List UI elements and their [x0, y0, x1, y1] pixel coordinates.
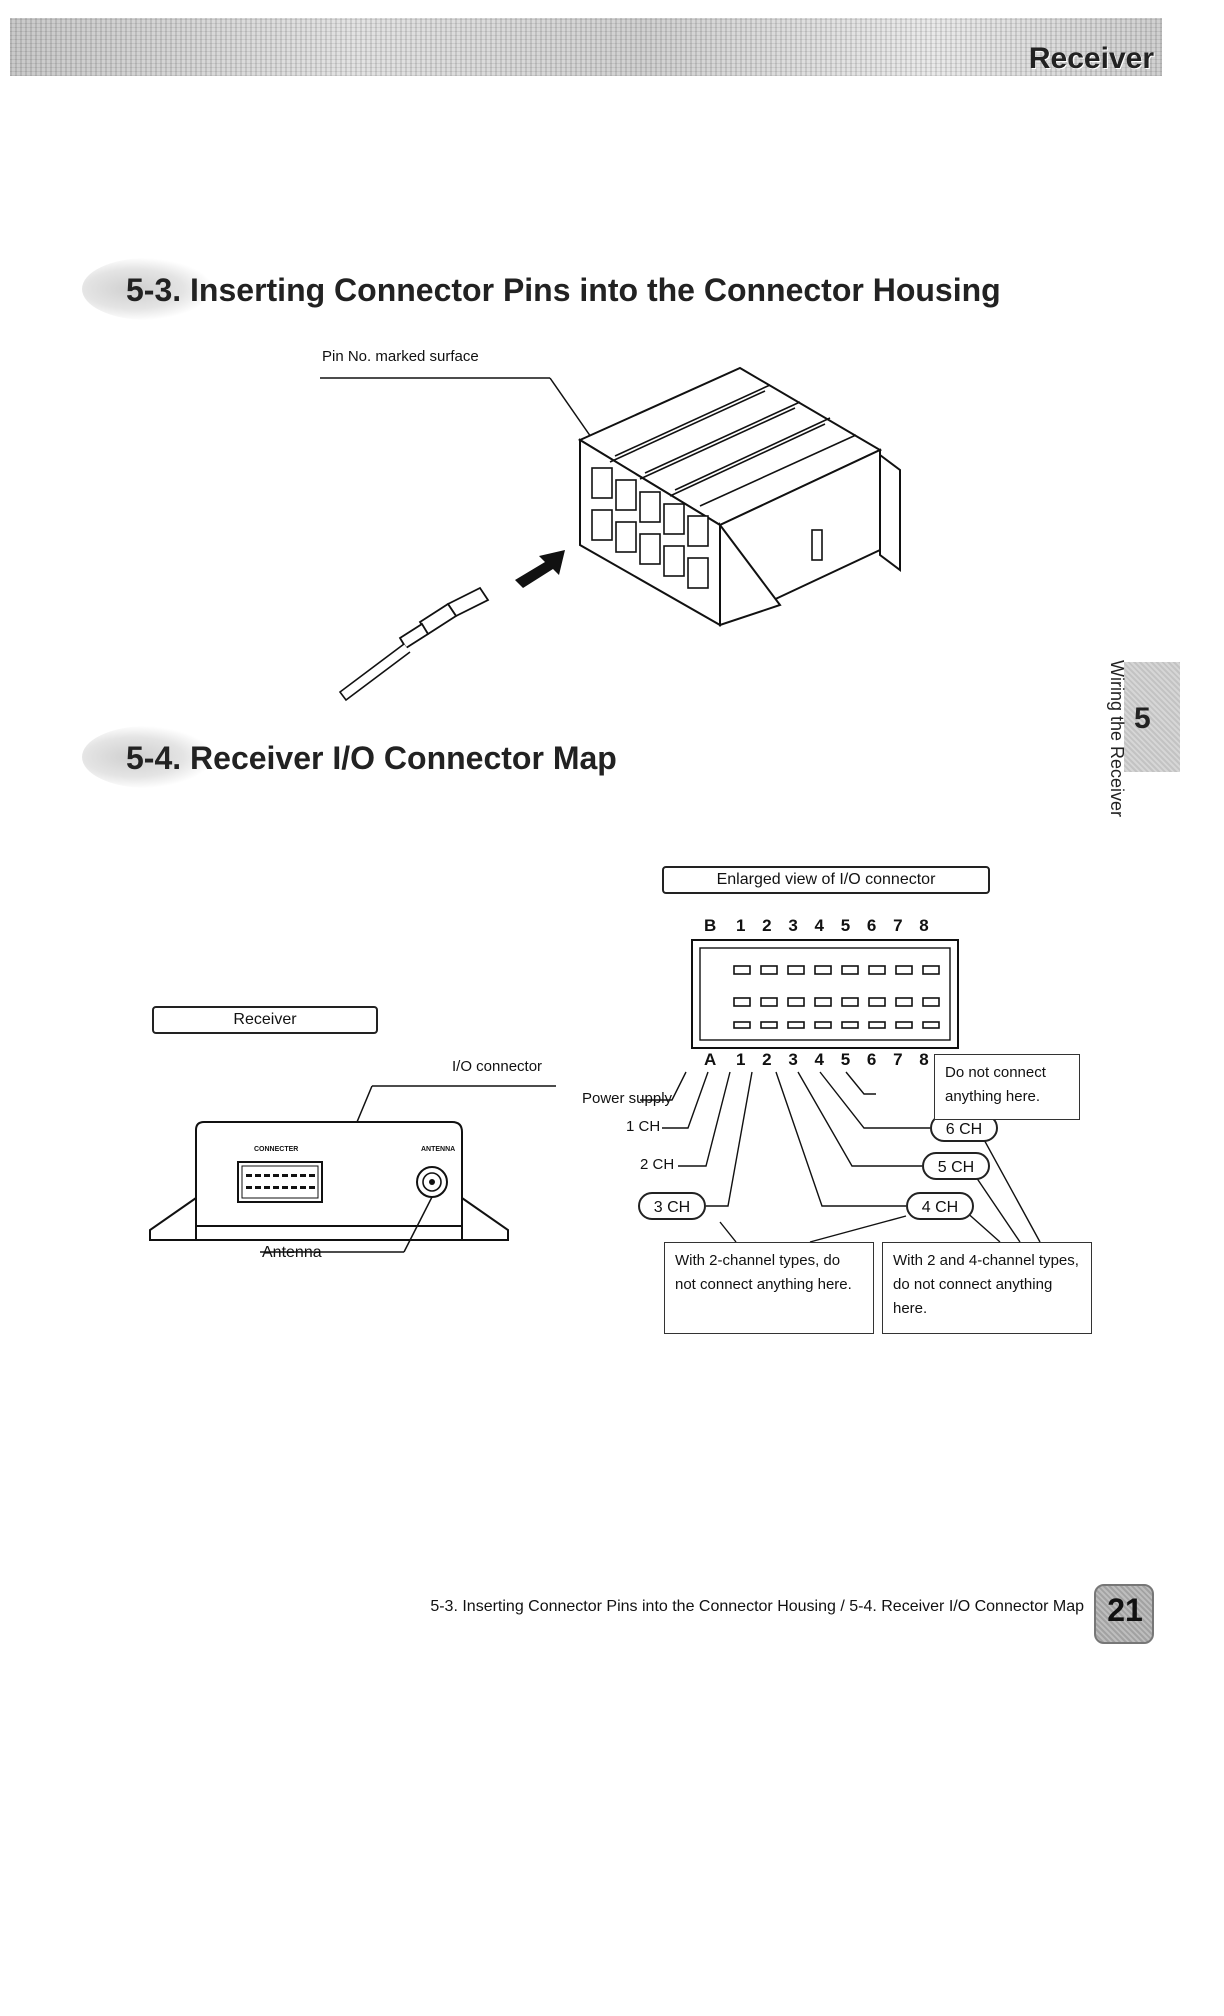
chapter-number: 5	[1134, 702, 1151, 735]
section-53-swoosh	[82, 258, 212, 320]
row-b-pin-numbers: 1 2 3 4 5 6 7 8	[736, 916, 929, 935]
section-53-title: 5-3. Inserting Connector Pins into the C…	[126, 272, 1001, 308]
pin-leader-lines	[640, 1071, 1041, 1243]
ch1-label: 1 CH	[626, 1118, 661, 1135]
section-54-title: 5-4. Receiver I/O Connector Map	[126, 740, 617, 776]
note-2-4ch-types: With 2 and 4-channel types, do not conne…	[882, 1242, 1092, 1334]
chapter-side-text: Wiring the Receiver	[1107, 660, 1127, 818]
header-title: Receiver	[1028, 42, 1154, 75]
page-number: 21	[1107, 1592, 1143, 1628]
section-54-swoosh	[82, 726, 212, 788]
row-a-pin-numbers: 1 2 3 4 5 6 7 8	[736, 1050, 929, 1069]
footer-caption: 5-3. Inserting Connector Pins into the C…	[430, 1598, 1084, 1615]
io-connector-label: I/O connector	[452, 1058, 543, 1075]
ch3-pill: 3 CH	[638, 1192, 706, 1220]
chapter-side-tab	[1124, 662, 1180, 772]
note-do-not-connect: Do not connect anything here.	[934, 1054, 1080, 1120]
panel-antenna-text: ANTENNA	[421, 1146, 456, 1153]
power-supply-label: Power supply	[582, 1090, 673, 1107]
row-a-letter: A	[704, 1050, 717, 1069]
connector-housing-illustration	[320, 366, 901, 702]
row-b-letter: B	[704, 916, 717, 935]
receiver-front-panel	[149, 1085, 556, 1253]
note-2ch-types: With 2-channel types, do not connect any…	[664, 1242, 874, 1334]
ch5-pill: 5 CH	[922, 1152, 990, 1180]
page-number-badge	[1094, 1584, 1154, 1644]
panel-connector-text: CONNECTER	[254, 1146, 299, 1153]
ch2-label: 2 CH	[640, 1156, 675, 1173]
pin-marked-surface-label: Pin No. marked surface	[322, 348, 479, 365]
enlarged-view-label: Enlarged view of I/O connector	[662, 866, 990, 894]
header-band	[10, 18, 1162, 76]
ch4-pill: 4 CH	[906, 1192, 974, 1220]
enlarged-connector-body	[691, 939, 959, 1049]
receiver-label: Receiver	[152, 1006, 378, 1034]
